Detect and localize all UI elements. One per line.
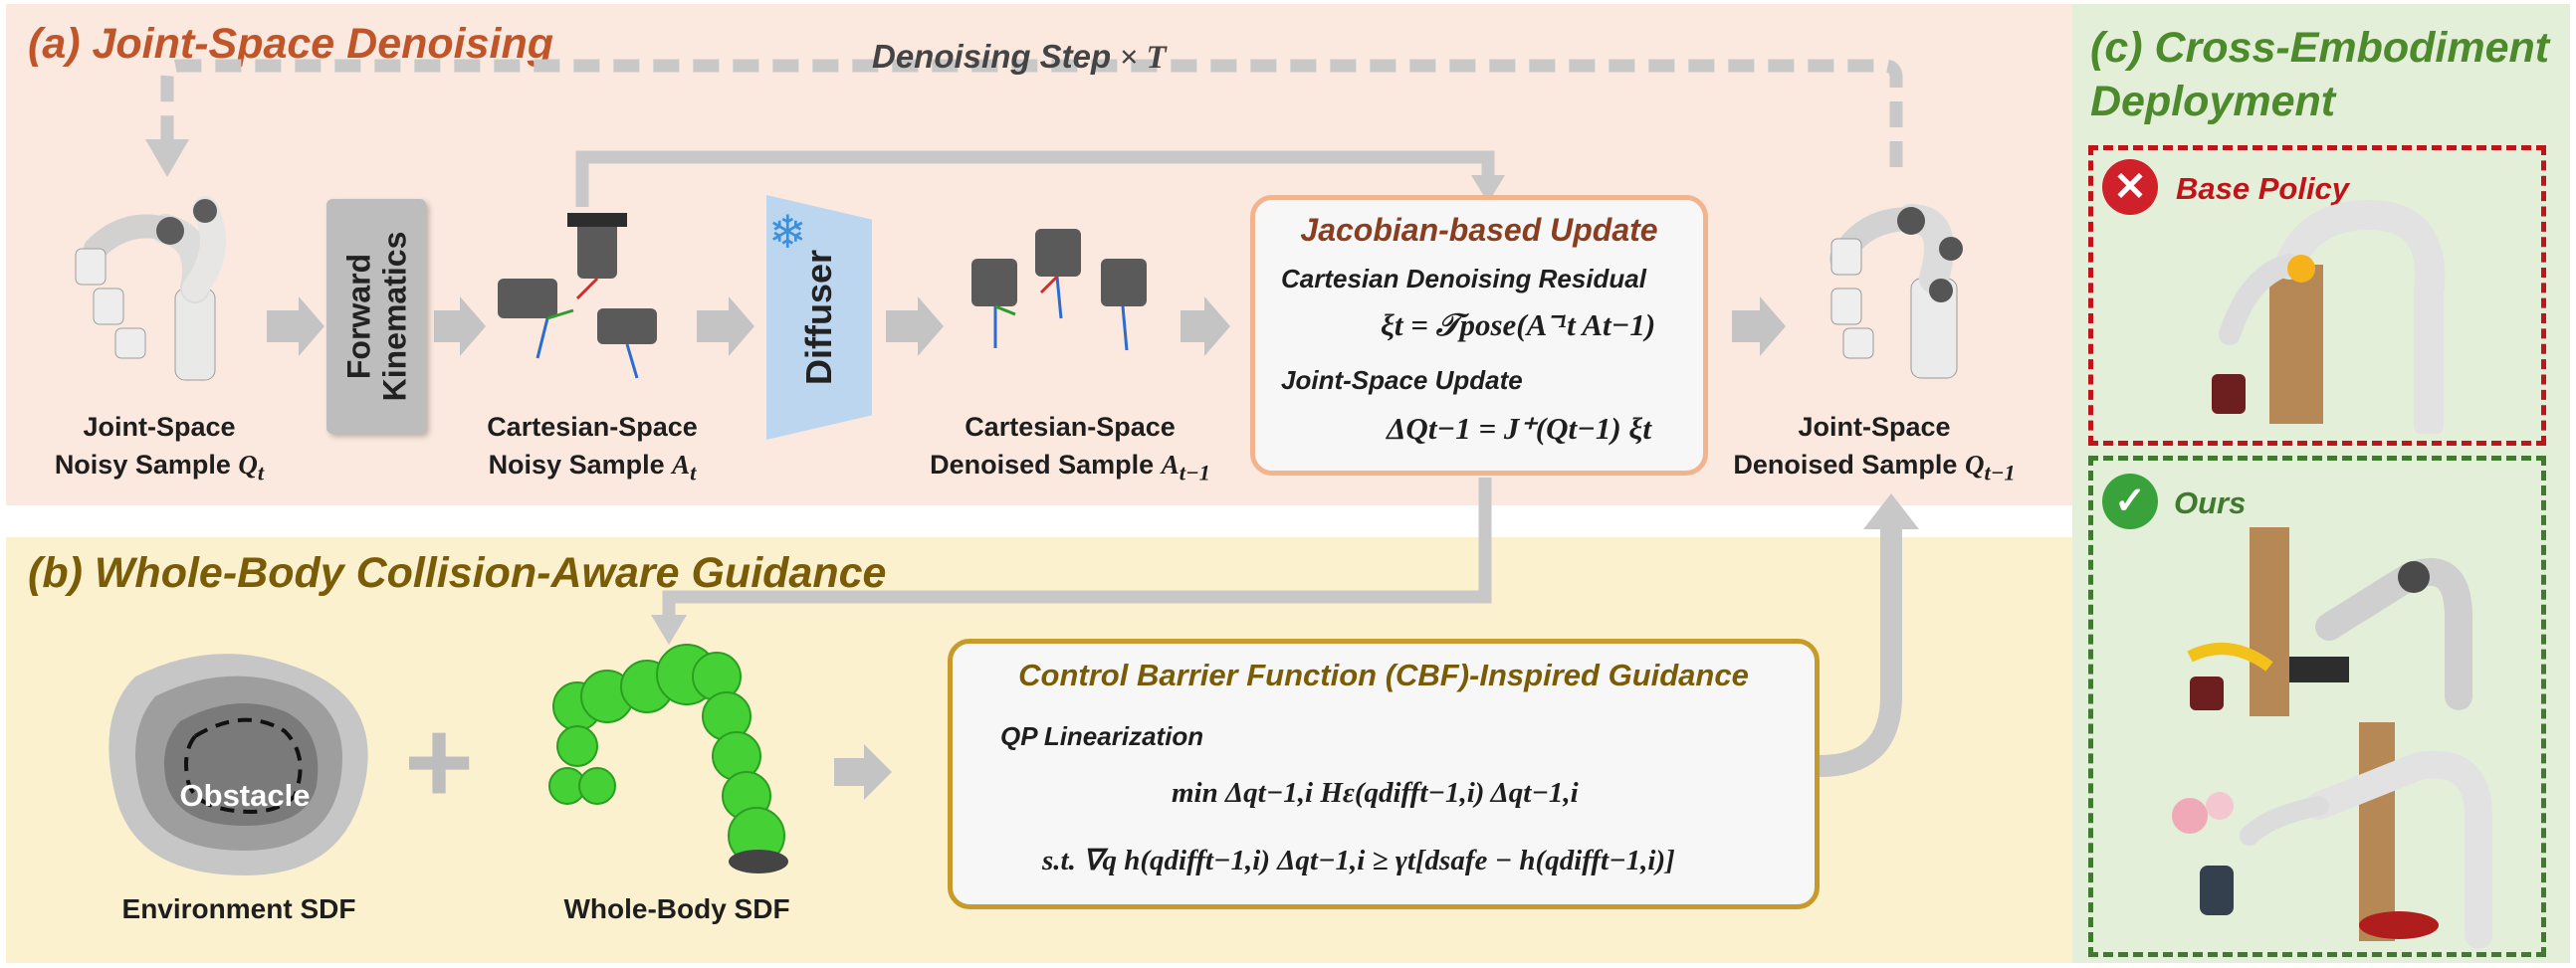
qp-constraint: s.t. ∇q h(qdifft−1,i) Δqt−1,i ≥ γt[dsafe… bbox=[1042, 843, 1675, 877]
environment-sdf-label: Environment SDF bbox=[80, 890, 398, 928]
ours-scene-top-image bbox=[2170, 517, 2538, 716]
fk-label-line1: Forward bbox=[340, 232, 376, 402]
cbf-guidance-box: Control Barrier Function (CBF)-Inspired … bbox=[948, 639, 1820, 909]
loop-label-text: Denoising Step bbox=[872, 38, 1111, 75]
fk-label-line2: Kinematics bbox=[376, 232, 412, 402]
jacobian-title: Jacobian-based Update bbox=[1255, 212, 1703, 249]
cartesian-noisy-label-line1: Cartesian-Space bbox=[458, 408, 727, 446]
base-policy-scene-image bbox=[2190, 175, 2528, 434]
diffuser-label: Diffuser bbox=[798, 250, 840, 385]
residual-equation: ξt = 𝒯pose(A⁻¹t At−1) bbox=[1381, 307, 1655, 344]
joint-denoised-label: Joint-Space Denoised Sample Qt−1 bbox=[1710, 408, 2039, 491]
arrow-to-cbf bbox=[834, 744, 892, 800]
cbf-to-joint-arrow bbox=[1820, 527, 1891, 766]
cbf-to-joint-arrowhead bbox=[1863, 493, 1919, 529]
snowflake-icon: ❄ bbox=[768, 209, 807, 255]
loop-label-math: × T bbox=[1119, 40, 1166, 76]
residual-heading: Cartesian Denoising Residual bbox=[1281, 264, 1646, 294]
update-heading: Joint-Space Update bbox=[1281, 365, 1523, 396]
cbf-title: Control Barrier Function (CBF)-Inspired … bbox=[953, 658, 1815, 693]
cartesian-denoised-label-line2: Denoised Sample At−1 bbox=[906, 446, 1234, 491]
cartesian-noisy-subscript: t bbox=[690, 460, 696, 484]
cartesian-denoised-symbol: A bbox=[1162, 450, 1180, 480]
joint-noisy-robot-image bbox=[56, 179, 265, 388]
whole-body-sdf-label: Whole-Body SDF bbox=[518, 890, 836, 928]
joint-noisy-label-line2: Noisy Sample Qt bbox=[40, 446, 279, 491]
ours-scene-bottom-image bbox=[2150, 716, 2538, 949]
cartesian-denoised-subscript: t−1 bbox=[1180, 460, 1210, 484]
plus-sign: + bbox=[404, 702, 474, 822]
qp-subheading: QP Linearization bbox=[1000, 721, 1203, 752]
fail-icon: ✕ bbox=[2102, 159, 2158, 215]
jacobian-update-box: Jacobian-based Update Cartesian Denoisin… bbox=[1250, 195, 1708, 476]
joint-denoised-label-text: Denoised Sample bbox=[1733, 450, 1957, 480]
joint-noisy-label-text: Noisy Sample bbox=[55, 450, 231, 480]
denoising-loop-arrowhead bbox=[145, 139, 189, 177]
qp-objective: min Δqt−1,i Hε(qdifft−1,i) Δqt−1,i bbox=[1172, 777, 1579, 810]
cartesian-denoised-label-line1: Cartesian-Space bbox=[906, 408, 1234, 446]
joint-denoised-label-line1: Joint-Space bbox=[1710, 408, 2039, 446]
cartesian-noisy-grippers-image bbox=[478, 199, 697, 388]
joint-noisy-subscript: t bbox=[258, 460, 264, 484]
cartesian-noisy-label-text: Noisy Sample bbox=[489, 450, 665, 480]
joint-noisy-label: Joint-Space Noisy Sample Qt bbox=[40, 408, 279, 491]
joint-denoised-symbol: Q bbox=[1965, 450, 1985, 480]
update-equation: ΔQt−1 = J⁺(Qt−1) ξt bbox=[1387, 411, 1651, 447]
arrow-to-joint-denoised bbox=[1732, 296, 1786, 356]
cartesian-noisy-symbol: A bbox=[672, 450, 690, 480]
joint-noisy-label-line1: Joint-Space bbox=[40, 408, 279, 446]
loop-label: Denoising Step × T bbox=[872, 38, 1167, 77]
cartesian-noisy-label-line2: Noisy Sample At bbox=[458, 446, 727, 491]
environment-sdf-image bbox=[96, 637, 384, 885]
cartesian-noisy-label: Cartesian-Space Noisy Sample At bbox=[458, 408, 727, 491]
cartesian-denoised-label-text: Denoised Sample bbox=[930, 450, 1154, 480]
obstacle-label: Obstacle bbox=[155, 778, 334, 814]
joint-noisy-symbol: Q bbox=[238, 450, 258, 480]
joint-denoised-label-line2: Denoised Sample Qt−1 bbox=[1710, 446, 2039, 491]
jacobian-to-body-arrow bbox=[669, 478, 1485, 617]
forward-kinematics-block: Forward Kinematics bbox=[326, 199, 426, 434]
arrow-to-diffuser bbox=[697, 296, 754, 356]
arrow-to-fk bbox=[267, 296, 324, 356]
cartesian-denoised-label: Cartesian-Space Denoised Sample At−1 bbox=[906, 408, 1234, 491]
arrow-to-jacobian bbox=[1181, 296, 1230, 356]
arrow-to-denoised bbox=[886, 296, 944, 356]
joint-denoised-subscript: t−1 bbox=[1984, 460, 2015, 484]
success-icon: ✓ bbox=[2102, 474, 2158, 529]
cartesian-denoised-grippers-image bbox=[952, 219, 1171, 378]
ours-label: Ours bbox=[2174, 485, 2246, 521]
whole-body-sdf-image bbox=[537, 637, 826, 885]
joint-denoised-robot-image bbox=[1792, 179, 2011, 388]
